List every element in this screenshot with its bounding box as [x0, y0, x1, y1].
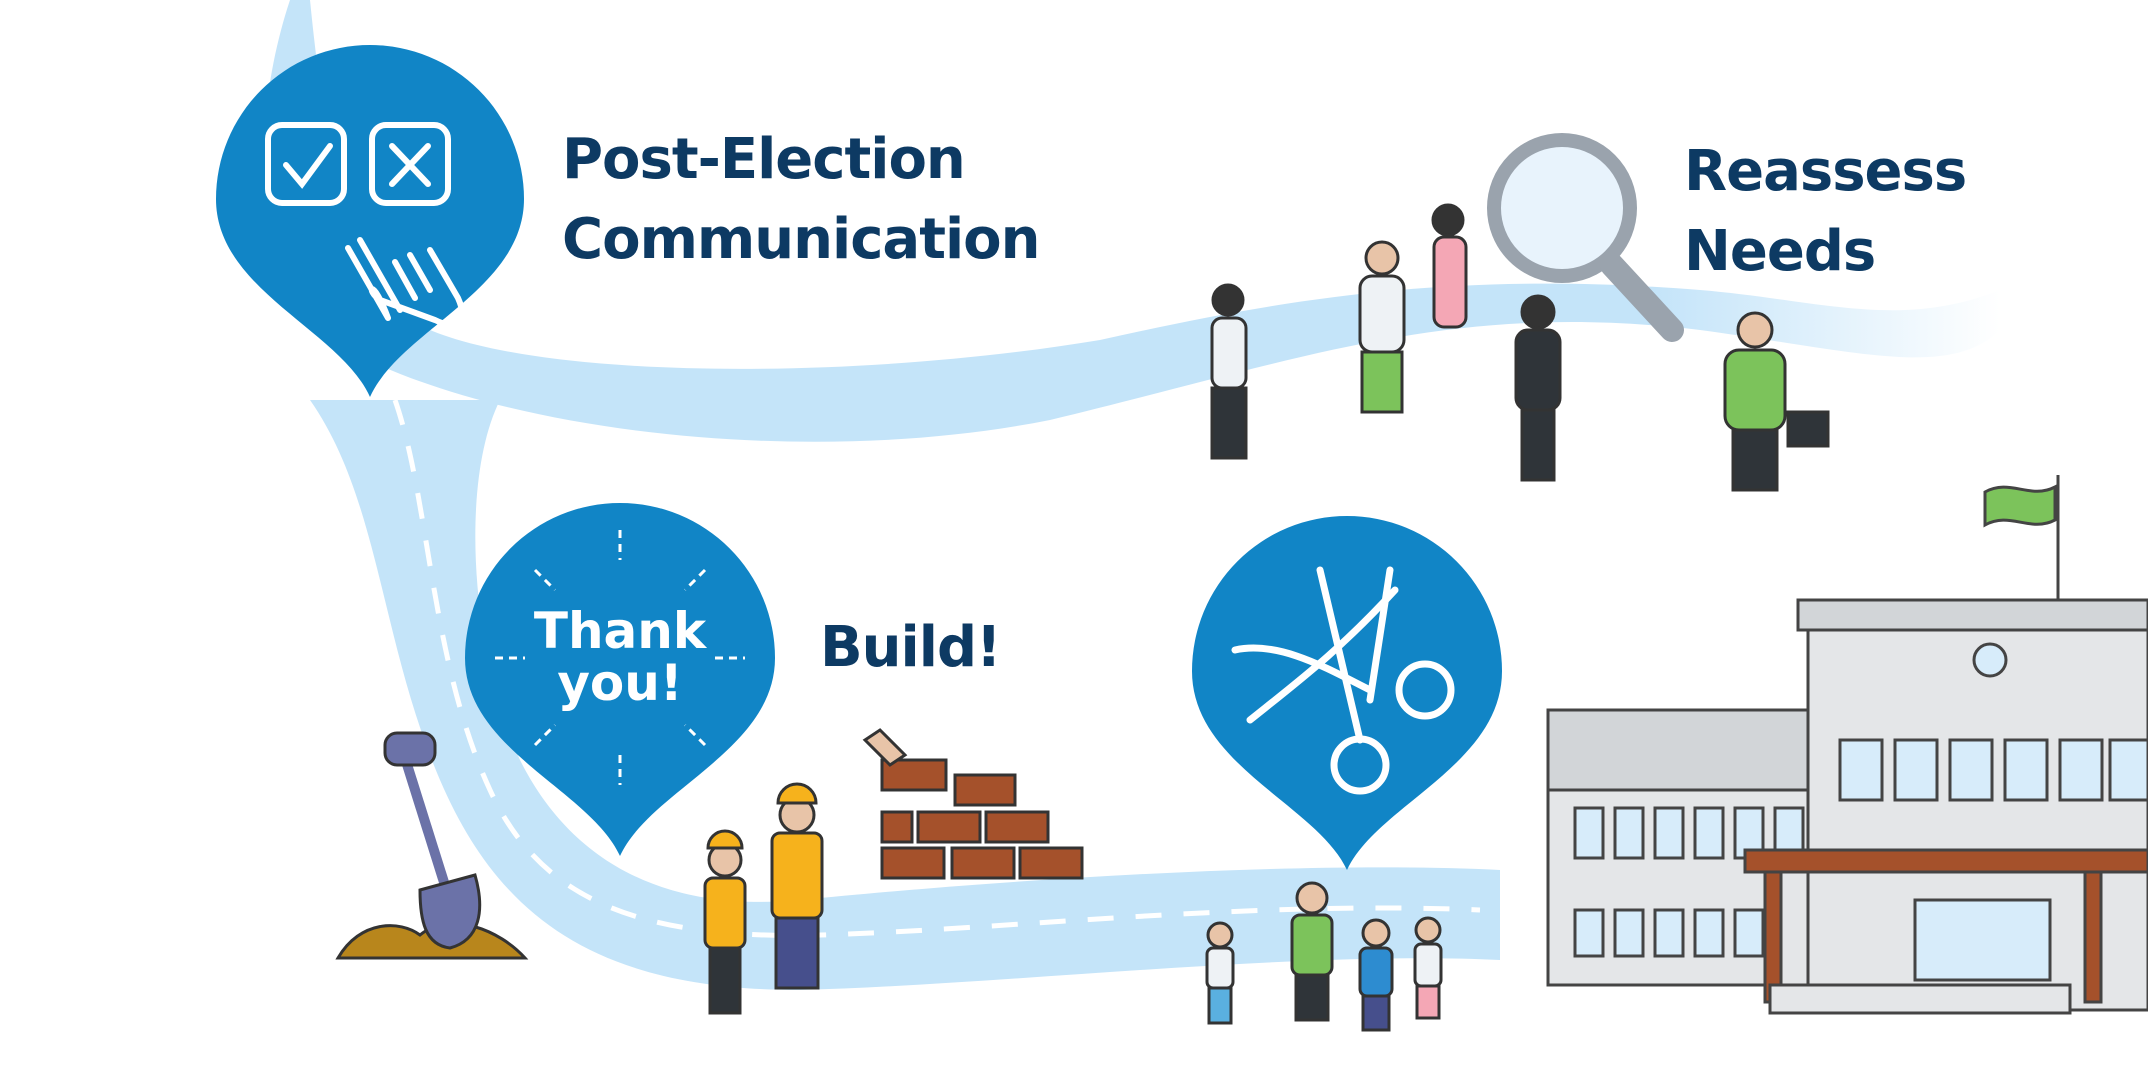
worker — [703, 829, 747, 1015]
title-line2: Needs — [1684, 219, 1876, 284]
kid — [1413, 916, 1443, 1020]
person — [1431, 203, 1468, 329]
road-upper — [263, 0, 2000, 468]
construction-workers — [703, 782, 824, 1015]
step-title-post-election: Post-Election Communication — [562, 120, 1040, 280]
thank-you-line2: you! — [557, 654, 682, 712]
magnifying-glass-icon — [1487, 133, 1684, 342]
school-building — [1546, 475, 2148, 1015]
pin-ribbon-cutting — [1192, 516, 1502, 870]
thank-you-line1: Thank — [534, 602, 708, 660]
step-title-reassess-needs: Reassess Needs — [1684, 132, 1967, 292]
shovel-dirt-icon — [335, 731, 529, 960]
pin-post-election-communication — [216, 45, 524, 397]
ballot-checkbox-hand-icon — [265, 122, 466, 328]
flag-icon — [1983, 484, 2057, 528]
running-kids — [1205, 881, 1443, 1032]
person — [1723, 311, 1830, 492]
person — [1514, 294, 1562, 482]
people-group-reassess — [1210, 203, 1830, 492]
title-line2: Communication — [562, 207, 1040, 272]
title-line1: Reassess — [1684, 139, 1967, 204]
worker — [770, 782, 824, 990]
pin-thank-you: Thank you! — [465, 503, 775, 856]
ribbon-cutting-scissors-icon — [1231, 566, 1455, 795]
bricks-icon — [862, 728, 1084, 880]
title-line1: Post-Election — [562, 127, 966, 192]
kid — [1205, 921, 1235, 1025]
kid — [1358, 918, 1394, 1032]
step-title-build: Build! — [820, 615, 1002, 680]
kid — [1290, 881, 1334, 1022]
sparkle-burst-icon — [495, 530, 745, 785]
person — [1210, 283, 1248, 460]
person — [1358, 240, 1406, 414]
